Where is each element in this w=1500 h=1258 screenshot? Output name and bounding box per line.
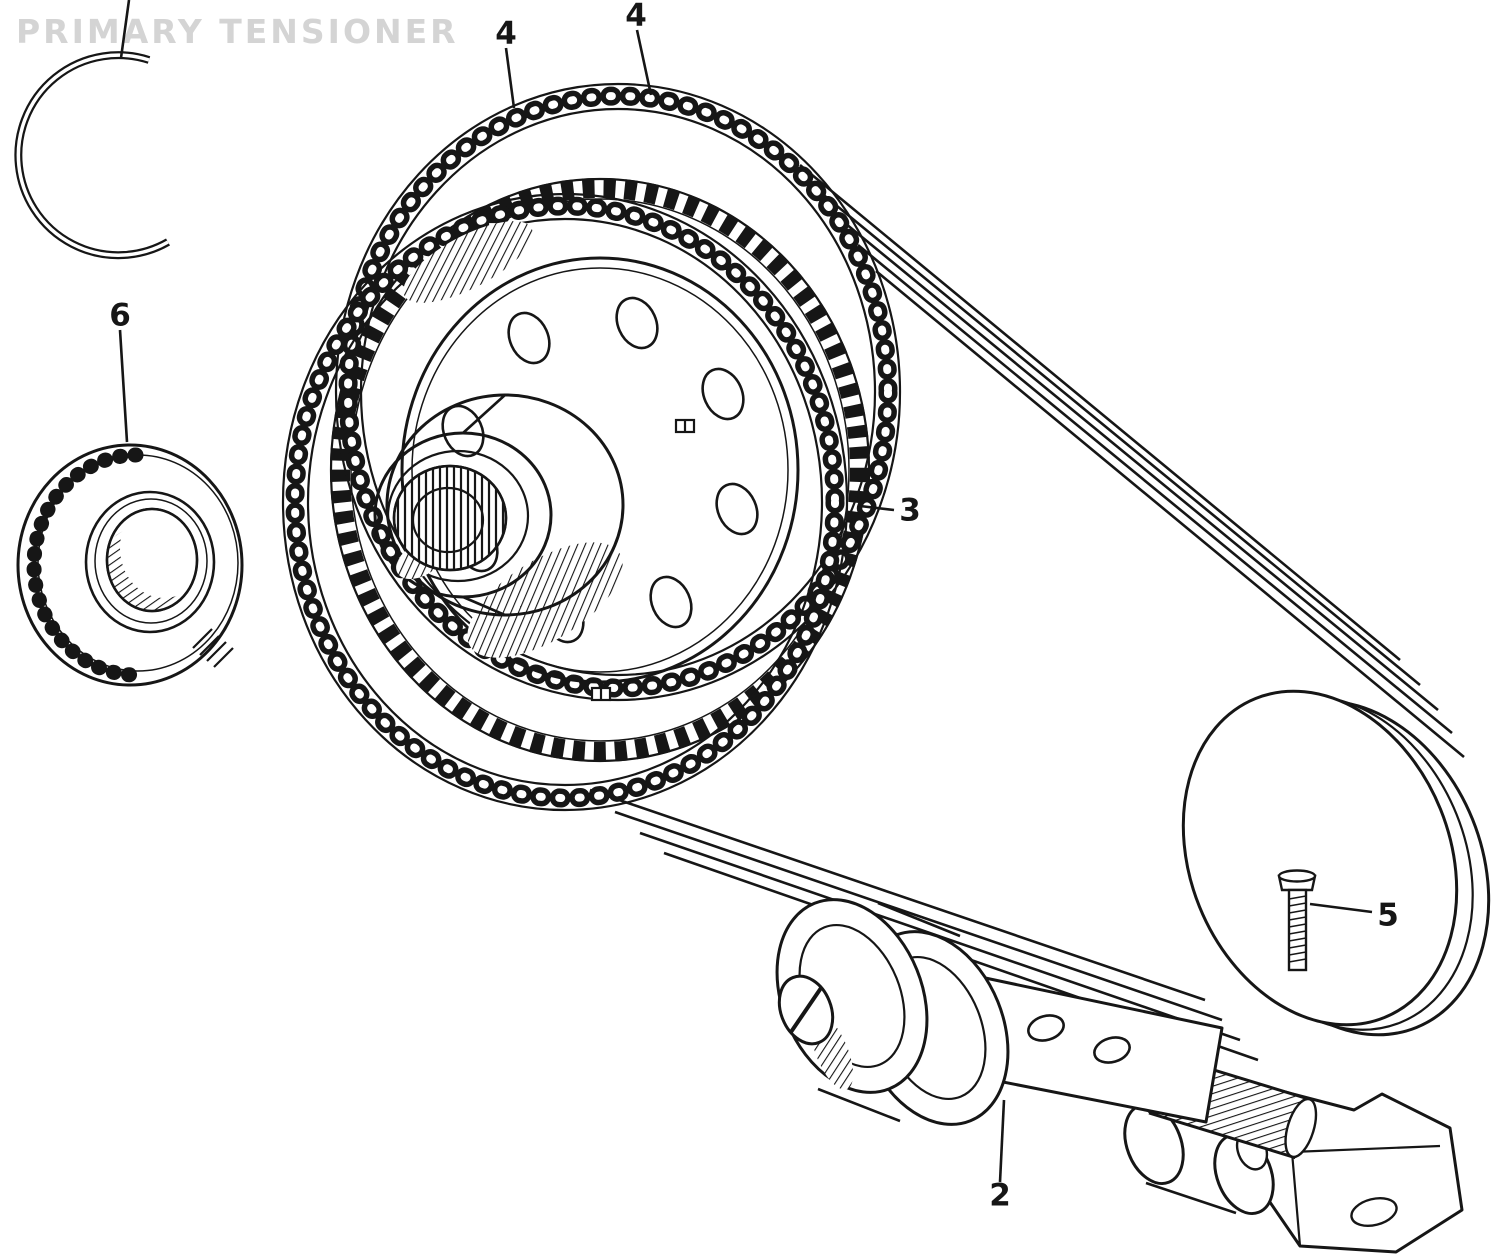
plate-drawing <box>400 220 800 702</box>
leader-line-chain-left <box>504 47 516 109</box>
leader-line-circlip <box>119 0 131 59</box>
hub-drawing <box>373 393 625 658</box>
callout-6: 6 <box>109 297 131 334</box>
callout-2: 2 <box>989 1177 1011 1214</box>
leader-lines <box>118 0 1373 1183</box>
callout-5: 5 <box>1377 897 1399 934</box>
leader-line-tensioner <box>998 1099 1006 1183</box>
page-title: PRIMARY TENSIONER <box>16 12 459 51</box>
leader-line-bolt <box>1309 902 1373 914</box>
chain-row-back-drawing <box>334 82 902 702</box>
chain-run-drawing <box>589 163 1465 1062</box>
chain-row-front-drawing <box>281 192 849 812</box>
leader-line-bearing <box>118 329 129 443</box>
callout-3: 3 <box>899 492 921 529</box>
bolt-drawing <box>1277 869 1317 972</box>
callout-4-left: 4 <box>495 15 517 52</box>
leader-line-chain-right <box>635 29 653 96</box>
plate-face-fill <box>402 258 798 682</box>
driven-pulley-drawing <box>1181 689 1491 1037</box>
circlip-drawing <box>14 51 170 260</box>
callout-4-right: 4 <box>625 0 647 34</box>
bearing-drawing <box>16 443 244 687</box>
bearing-section-hatch <box>192 628 234 668</box>
leader-line-sprocket <box>859 504 895 512</box>
tensioner-assembly-drawing <box>775 898 1464 1254</box>
roller-drawing <box>775 898 1010 1126</box>
